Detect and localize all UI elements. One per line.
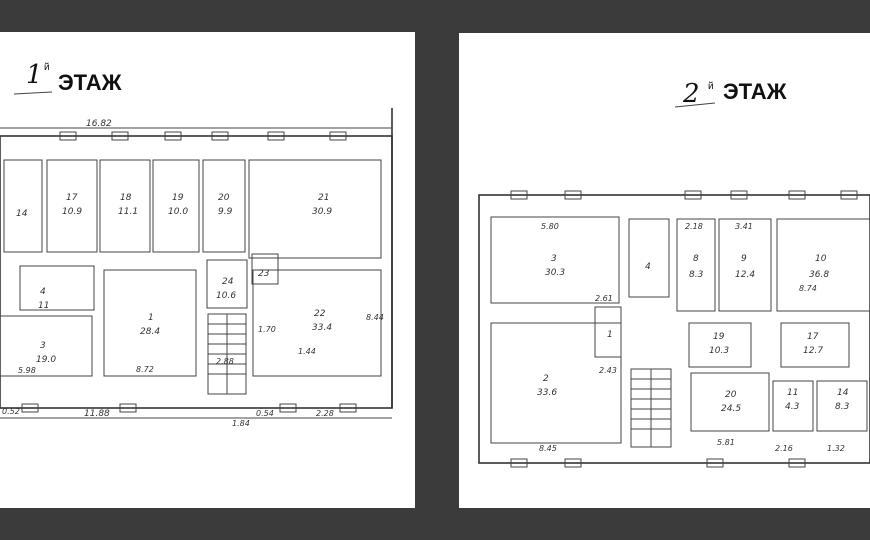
room-area: 10.0 — [168, 207, 188, 217]
room-area: 36.8 — [809, 270, 829, 280]
floor-1-dimension-labels: 16.82 11.88 1.84 0.54 2.28 0.52 5.98 8.7… — [2, 119, 384, 428]
room-number: 3 — [551, 254, 557, 264]
room-number: 19 — [713, 332, 725, 342]
dim-label: 0.52 — [2, 407, 20, 416]
room-number: 1 — [607, 330, 613, 340]
room-number: 10 — [815, 254, 827, 264]
dim-label: 1.44 — [298, 347, 316, 356]
floor-1-plan-sheet: 1 й ЭТАЖ — [0, 32, 415, 508]
room-area: 30.3 — [545, 268, 565, 278]
floor-2-dimension-labels: 5.80 2.43 8.45 2.18 3.41 1.32 2.16 8.74 … — [539, 222, 845, 453]
room-area: 11.1 — [118, 207, 138, 217]
room-area: 12.7 — [803, 346, 823, 356]
room-area: 11 — [38, 301, 49, 311]
dim-label: 5.98 — [18, 366, 36, 375]
room-number: 22 — [314, 309, 326, 319]
dim-label: 3.41 — [735, 222, 753, 231]
room-area: 10.9 — [62, 207, 82, 217]
dim-label: 8.44 — [366, 313, 384, 322]
room-number: 2 — [543, 374, 549, 384]
room-area: 12.4 — [735, 270, 755, 280]
room-area: 30.9 — [312, 207, 332, 217]
floor-1-suffix: й — [44, 62, 50, 73]
room-number: 1 — [148, 313, 154, 323]
floor-1-room-labels: 17 10.9 18 11.1 19 10.0 20 9.9 21 30.9 4… — [16, 193, 332, 365]
dim-label: 1.70 — [258, 325, 276, 334]
dim-label: 2.43 — [599, 366, 617, 375]
floor-2-number: 2 — [683, 79, 700, 109]
room-number: 21 — [318, 193, 329, 203]
room-number: 9 — [741, 254, 747, 264]
dim-label: 2.28 — [316, 409, 334, 418]
dim-label: 2.61 — [595, 294, 613, 303]
dim-label: 5.81 — [717, 438, 735, 447]
room-area: 33.4 — [312, 323, 332, 333]
dim-label: 0.54 — [256, 409, 274, 418]
dim-label: 8.72 — [136, 365, 154, 374]
dim-label: 2.16 — [775, 444, 793, 453]
room-number: 4 — [40, 287, 46, 297]
room-number: 11 — [787, 388, 798, 398]
room-area: 8.3 — [835, 402, 850, 412]
floor-2-title: ЭТАЖ — [723, 79, 787, 104]
room-number: 3 — [40, 341, 46, 351]
room-number: 4 — [645, 262, 651, 272]
floor-2-room-labels: 3 30.3 4 8 8.3 9 12.4 10 36.8 2 33.6 19 … — [537, 254, 850, 414]
dim-label: 5.80 — [541, 222, 559, 231]
room-area: 9.9 — [218, 207, 233, 217]
room-number: 17 — [66, 193, 78, 203]
floor-1-drawing — [0, 91, 393, 419]
room-number: 14 — [16, 209, 28, 219]
dim-label: 8.74 — [799, 284, 817, 293]
floor-2-plan-sheet: 2 й ЭТАЖ — [459, 33, 870, 508]
room-area: 19.0 — [36, 355, 56, 365]
floor-2-suffix: й — [708, 81, 714, 92]
dim-label: 16.82 — [86, 119, 112, 129]
room-area: 10.3 — [709, 346, 729, 356]
room-number: 20 — [218, 193, 230, 203]
dim-label: 1.32 — [827, 444, 845, 453]
dim-label: 1.84 — [232, 419, 250, 428]
room-number: 8 — [693, 254, 699, 264]
dim-label: 11.88 — [84, 409, 110, 419]
room-number: 23 — [258, 269, 270, 279]
room-area: 4.3 — [785, 402, 800, 412]
room-number: 17 — [807, 332, 819, 342]
dim-label: 2.18 — [685, 222, 703, 231]
room-area: 24.5 — [721, 404, 741, 414]
dim-label: 8.45 — [539, 444, 557, 453]
room-number: 19 — [172, 193, 184, 203]
room-area: 8.3 — [689, 270, 704, 280]
room-number: 14 — [837, 388, 849, 398]
room-number: 24 — [222, 277, 234, 287]
floor-1-number: 1 — [26, 60, 43, 90]
floor-2-drawing — [478, 102, 870, 468]
room-number: 18 — [120, 193, 132, 203]
room-area: 28.4 — [140, 327, 160, 337]
room-area: 33.6 — [537, 388, 557, 398]
floor-1-title: ЭТАЖ — [58, 70, 122, 95]
room-area: 10.6 — [216, 291, 236, 301]
room-number: 20 — [725, 390, 737, 400]
dim-label: 2.88 — [216, 357, 234, 366]
